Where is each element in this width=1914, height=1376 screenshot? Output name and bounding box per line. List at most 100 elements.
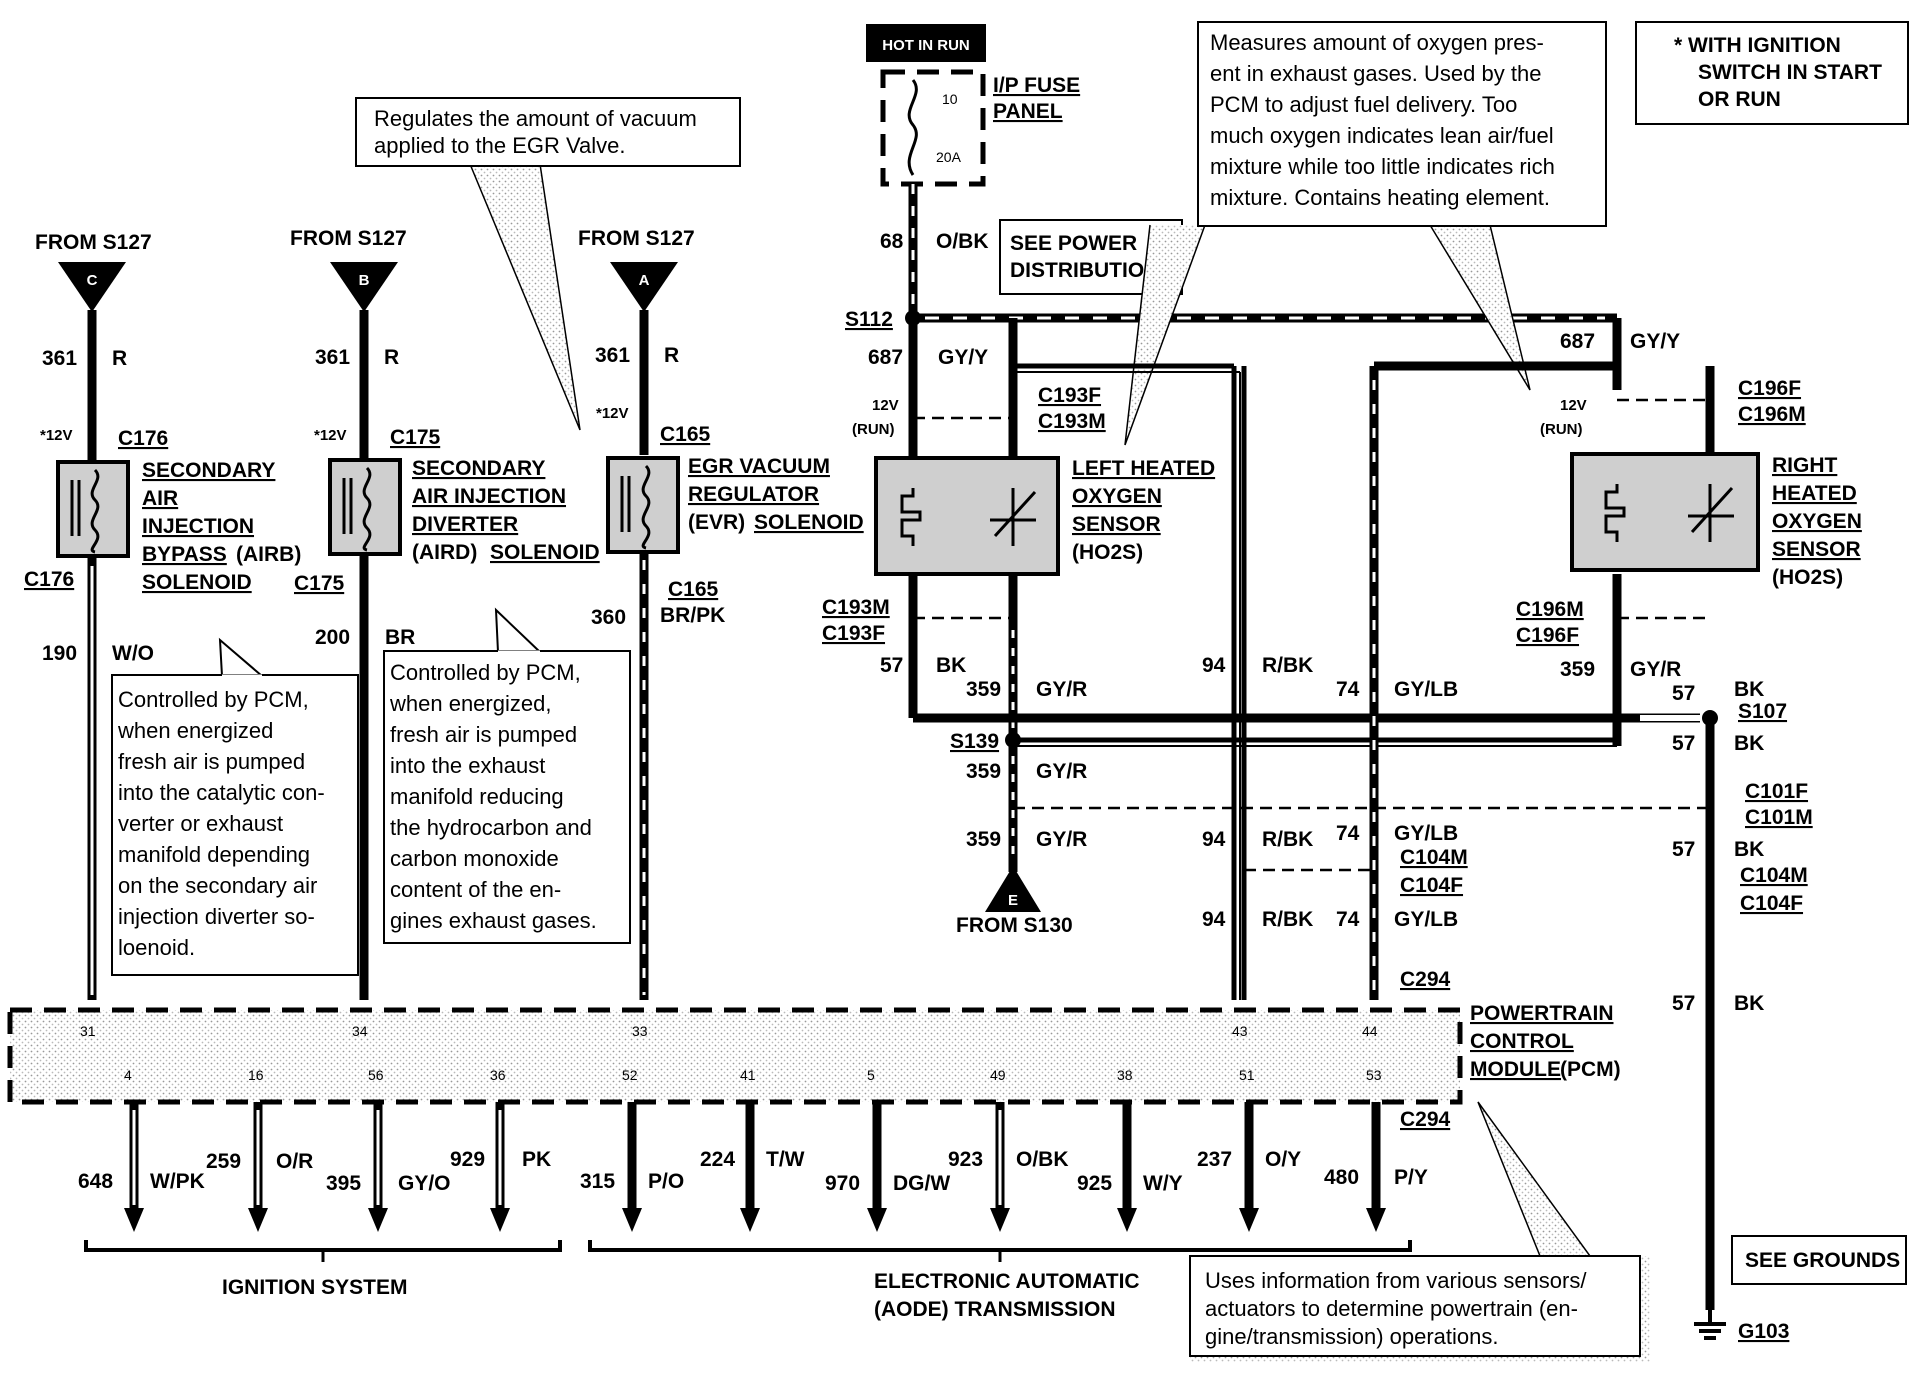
connector-c104f-1: C104F <box>1400 874 1463 897</box>
see-grounds-label: SEE GROUNDS <box>1745 1249 1900 1272</box>
svg-text:(AIRB): (AIRB) <box>236 543 301 566</box>
svg-text:OXYGEN: OXYGEN <box>1072 485 1162 508</box>
circuit-68: 68 <box>880 230 904 253</box>
svg-text:POWERTRAIN: POWERTRAIN <box>1470 1002 1614 1025</box>
connector-c196f-top: C196F <box>1738 377 1801 400</box>
circuit-359-1: 359 <box>966 678 1001 701</box>
12v-b: *12V <box>314 427 347 444</box>
svg-text:gine/transmission) operations.: gine/transmission) operations. <box>1205 1324 1498 1349</box>
connector-c294-bottom: C294 <box>1400 1108 1451 1131</box>
connector-c176-bottom: C176 <box>24 568 74 591</box>
ignition-system-bracket <box>84 1240 562 1262</box>
from-s127-a: FROM S127 <box>578 227 695 250</box>
svg-text:the hydrocarbon and: the hydrocarbon and <box>390 815 592 840</box>
circuit-57-right: 57 <box>1672 682 1695 705</box>
connector-c193f-bottom: C193F <box>822 622 885 645</box>
svg-text:SOLENOID: SOLENOID <box>754 511 864 534</box>
circuit-74-1: 74 <box>1336 678 1360 701</box>
output-num-395: 395 <box>326 1172 361 1195</box>
output-color-480: P/Y <box>1394 1166 1428 1189</box>
hot-in-run-box: HOT IN RUN <box>866 24 986 62</box>
fuse-panel-label-2: PANEL <box>993 100 1063 123</box>
o2-sensor-note: Measures amount of oxygen pres- ent in e… <box>1124 21 1607 446</box>
svg-text:when energized: when energized <box>117 718 273 743</box>
color-obk: O/BK <box>936 230 989 253</box>
pcm-pin-33: 33 <box>632 1023 648 1039</box>
splice-connector-e: E <box>985 866 1041 912</box>
svg-text:SECONDARY: SECONDARY <box>412 457 545 480</box>
evr-label: EGR VACUUM REGULATOR (EVR) SOLENOID <box>688 455 864 534</box>
o2-note-line-4: much oxygen indicates lean air/fuel <box>1210 123 1554 148</box>
output-color-925: W/Y <box>1143 1172 1183 1195</box>
circuit-57-r3: 57 <box>1672 838 1695 861</box>
pcm-label: POWERTRAIN CONTROL MODULE (PCM) <box>1470 1002 1621 1081</box>
svg-text:C: C <box>87 272 98 289</box>
pcm-pin-49: 49 <box>990 1067 1006 1083</box>
color-rbk-2: R/BK <box>1262 828 1313 851</box>
pcm-module <box>7 1007 1463 1105</box>
svg-text:DIVERTER: DIVERTER <box>412 513 518 536</box>
color-brpk: BR/PK <box>660 604 725 627</box>
output-color-970: DG/W <box>893 1172 950 1195</box>
egr-note-line-2: applied to the EGR Valve. <box>374 133 626 158</box>
circuit-57-r4: 57 <box>1672 992 1695 1015</box>
output-color-648: W/PK <box>150 1170 205 1193</box>
connector-c193f-top: C193F <box>1038 384 1101 407</box>
pcm-pin-41: 41 <box>740 1067 756 1083</box>
color-wo: W/O <box>112 642 154 665</box>
output-color-259: O/R <box>276 1150 313 1173</box>
svg-text:carbon monoxide: carbon monoxide <box>390 846 559 871</box>
circuit-57-r2: 57 <box>1672 732 1695 755</box>
see-grounds-box: SEE GROUNDS <box>1731 1235 1907 1285</box>
12v-c: *12V <box>40 427 73 444</box>
pcm-pin-51: 51 <box>1239 1067 1255 1083</box>
from-s127-b: FROM S127 <box>290 227 407 250</box>
right-ho2s-sensor <box>1570 452 1760 572</box>
svg-text:A: A <box>639 272 650 289</box>
fuse-rating-10: 10 <box>942 91 958 107</box>
svg-text:injection diverter so-: injection diverter so- <box>118 904 315 929</box>
splice-connector-c: C <box>58 262 126 312</box>
left-ho2s-sensor <box>874 456 1060 576</box>
svg-text:SENSOR: SENSOR <box>1072 513 1161 536</box>
color-rbk-1: R/BK <box>1262 654 1313 677</box>
output-num-929: 929 <box>450 1148 485 1171</box>
svg-text:actuators to determine powertr: actuators to determine powertrain (en- <box>1205 1296 1578 1321</box>
output-num-237: 237 <box>1197 1148 1232 1171</box>
color-bk-r2: BK <box>1734 732 1764 755</box>
splice-s107-label: S107 <box>1738 700 1787 723</box>
svg-text:(PCM): (PCM) <box>1560 1058 1621 1081</box>
output-num-224: 224 <box>700 1148 735 1171</box>
svg-text:into the catalytic con-: into the catalytic con- <box>118 780 325 805</box>
svg-text:E: E <box>1008 892 1018 909</box>
color-gyy-left: GY/Y <box>938 346 988 369</box>
right-ho2s-label: RIGHT HEATED OXYGEN SENSOR (HO2S) <box>1772 454 1862 589</box>
output-num-315: 315 <box>580 1170 615 1193</box>
svg-text:Controlled by PCM,: Controlled by PCM, <box>118 687 309 712</box>
circuit-74-2: 74 <box>1336 822 1360 845</box>
splice-s139-label: S139 <box>950 730 999 753</box>
color-bk-r4: BK <box>1734 992 1764 1015</box>
svg-text:fresh air is pumped: fresh air is pumped <box>118 749 305 774</box>
circuit-94-3: 94 <box>1202 908 1226 931</box>
see-power-distribution-box: SEE POWER DISTRIBUTION <box>999 219 1183 295</box>
pcm-pin-53: 53 <box>1366 1067 1382 1083</box>
circuit-359-3: 359 <box>966 828 1001 851</box>
svg-text:into the exhaust: into the exhaust <box>390 753 545 778</box>
svg-text:Uses information from various: Uses information from various sensors/ <box>1205 1268 1587 1293</box>
color-gylb-3: GY/LB <box>1394 908 1458 931</box>
connector-c294-top: C294 <box>1400 968 1451 991</box>
o2-note-line-5: mixture while too little indicates rich <box>1210 154 1555 179</box>
svg-text:LEFT HEATED: LEFT HEATED <box>1072 457 1215 480</box>
see-power-line-1: SEE POWER <box>1010 232 1137 255</box>
from-s127-c: FROM S127 <box>35 231 152 254</box>
pcm-pin-16: 16 <box>248 1067 264 1083</box>
svg-text:B: B <box>359 272 370 289</box>
12v-a: *12V <box>596 405 629 422</box>
color-bk-left: BK <box>936 654 966 677</box>
output-color-315: P/O <box>648 1170 684 1193</box>
